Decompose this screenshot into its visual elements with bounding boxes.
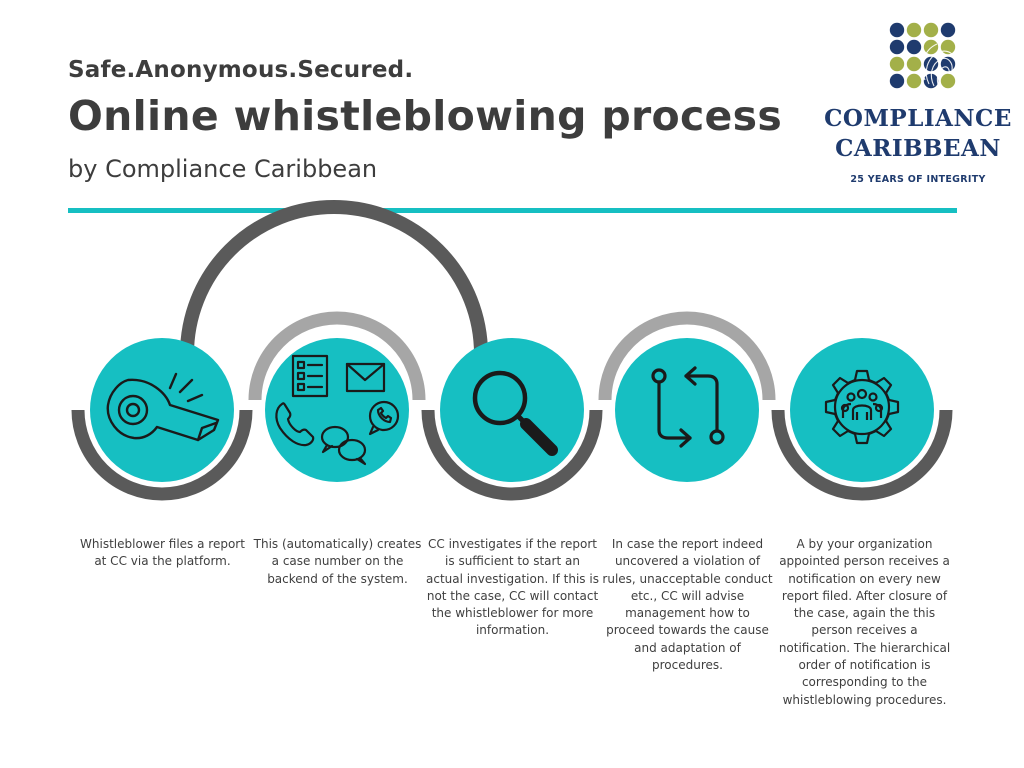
step-3-circle: [440, 338, 584, 482]
step-1-description: Whistleblower files a report at CC via t…: [80, 537, 245, 569]
connector-arc-top: [180, 200, 488, 361]
tagline: Safe.Anonymous.Secured.: [68, 57, 414, 83]
connector-arc-step3: [421, 409, 603, 501]
step-4-description: In case the report indeed uncovered a vi…: [602, 537, 773, 673]
connector-arc-step2: [248, 311, 426, 401]
step-2-description: This (automatically) creates a case numb…: [253, 537, 422, 586]
step-5-description: A by your organization appointed person …: [778, 537, 951, 707]
connector-arc-step5: [771, 409, 953, 501]
step-5-circle: [790, 338, 934, 482]
logo-name: COMPLIANCE CARIBBEAN: [822, 104, 1014, 164]
logo-name-line1: COMPLIANCE: [824, 105, 1012, 132]
subtitle: by Compliance Caribbean: [68, 155, 378, 183]
magnifier-icon: [472, 370, 558, 456]
connector-arc-step1: [71, 409, 253, 501]
connector-arc-step4: [598, 311, 776, 401]
logo-tagline: 25 YEARS OF INTEGRITY: [850, 174, 986, 185]
logo-mark-icon: [889, 22, 958, 89]
step-4-circle: [615, 338, 759, 482]
step-1-circle: [90, 338, 234, 482]
step-3-description: CC investigates if the report is suffici…: [426, 537, 599, 638]
process-flow-icon: [651, 366, 725, 448]
communication-icon: [275, 354, 400, 466]
team-gear-icon: [824, 369, 900, 445]
divider: [68, 208, 957, 213]
whistle-icon: [106, 372, 220, 442]
step-2-circle: [265, 338, 409, 482]
page-title: Online whistleblowing process: [68, 92, 783, 140]
logo-name-line2: CARIBBEAN: [835, 135, 1001, 162]
